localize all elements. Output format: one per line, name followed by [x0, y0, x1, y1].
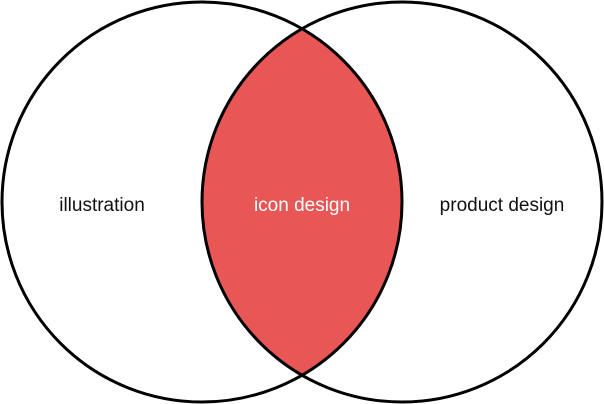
left-set-circle: [0, 0, 404, 404]
left-set-label: illustration: [59, 195, 145, 216]
right-set-label: product design: [440, 195, 565, 216]
intersection-label: icon design: [254, 195, 350, 216]
right-set-circle: [200, 0, 604, 404]
intersection-region: [202, 2, 402, 402]
